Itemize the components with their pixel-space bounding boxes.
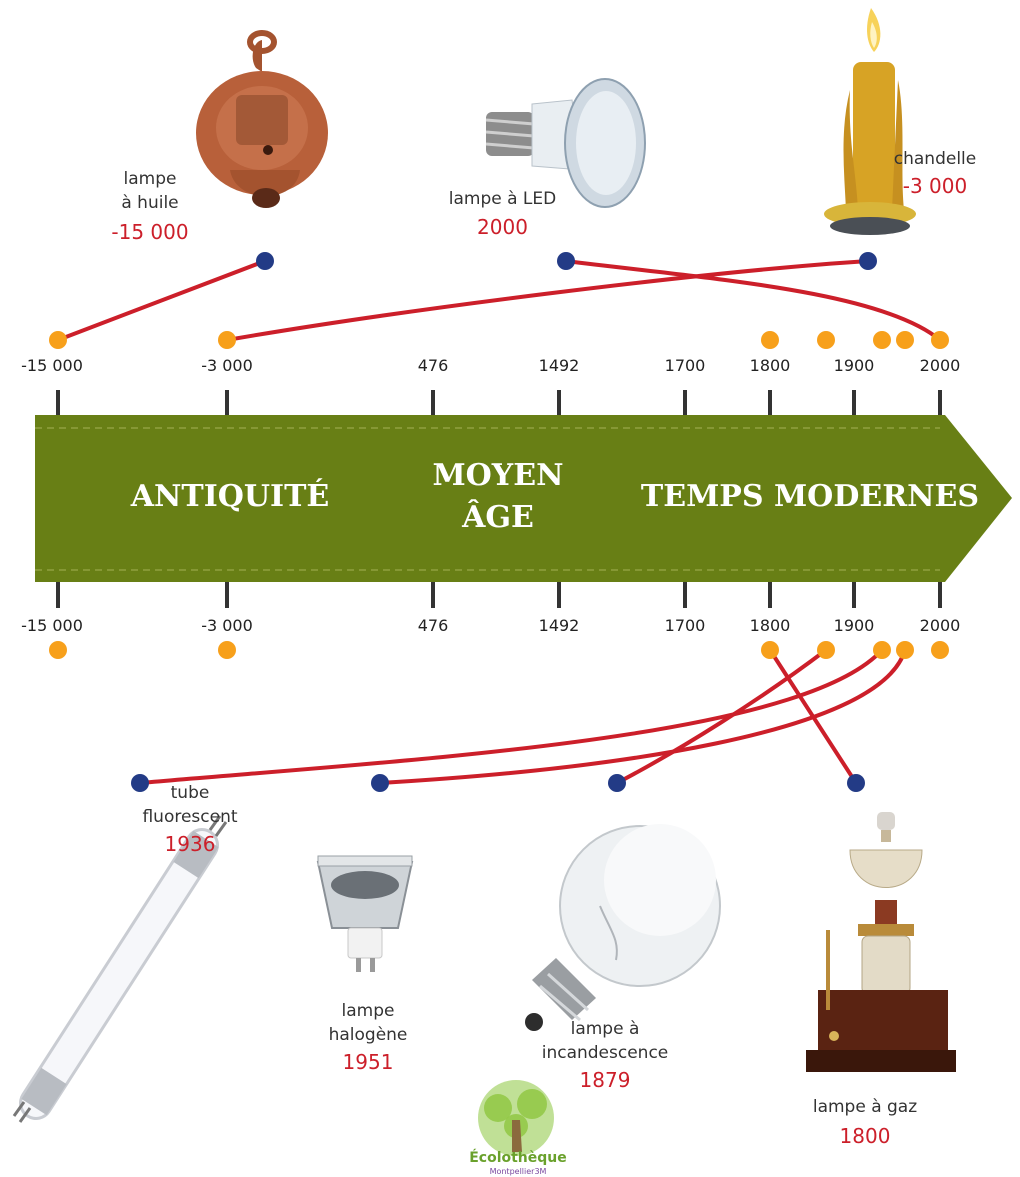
connector-oil-lamp bbox=[56, 259, 267, 342]
tick-label-top: 2000 bbox=[919, 356, 961, 375]
tick-label-top: 476 bbox=[417, 356, 449, 375]
halogen-lamp-image bbox=[316, 855, 414, 972]
tick-label-top: 1800 bbox=[749, 356, 791, 375]
tick-label-bottom: 1492 bbox=[538, 616, 580, 635]
connector-halogen bbox=[378, 648, 907, 785]
halogen-label-line1: lampe bbox=[341, 1001, 395, 1021]
tick-label-bottom: -3 000 bbox=[201, 616, 253, 635]
incandescent-year: 1879 bbox=[579, 1068, 631, 1092]
connector-fluorescent bbox=[138, 648, 884, 785]
incandescent-bulb-image bbox=[525, 824, 721, 1031]
led-lamp-year: 2000 bbox=[477, 215, 528, 239]
tick-label-bottom: -15 000 bbox=[21, 616, 83, 635]
ecolotheque-logo-subtext: Montpellier3M bbox=[489, 1167, 547, 1176]
gas-lamp-year: 1800 bbox=[839, 1124, 891, 1148]
gas-lamp-image bbox=[806, 812, 956, 1072]
connector-incandescent bbox=[615, 648, 828, 785]
oil-lamp-year: -15 000 bbox=[111, 220, 189, 244]
connector-lines bbox=[56, 259, 942, 785]
tick-label-bottom: 1700 bbox=[664, 616, 706, 635]
era-moyen-age-line1: MOYEN bbox=[432, 458, 564, 493]
tick-label-top: 1900 bbox=[833, 356, 875, 375]
tick-label-bottom: 1800 bbox=[749, 616, 791, 635]
tick-label-bottom: 2000 bbox=[919, 616, 961, 635]
candle-label: chandelle bbox=[893, 149, 977, 169]
tick-label-bottom: 1900 bbox=[833, 616, 875, 635]
candle-year: -3 000 bbox=[902, 174, 968, 198]
oil-lamp-label-line2: à huile bbox=[121, 193, 179, 213]
ecolotheque-logo-text: Écolothèque bbox=[469, 1150, 567, 1166]
led-lamp-image bbox=[485, 78, 646, 208]
halogen-year: 1951 bbox=[342, 1050, 394, 1074]
tick-label-bottom: 476 bbox=[417, 616, 449, 635]
oil-lamp-image bbox=[196, 30, 328, 208]
connector-candle bbox=[225, 259, 870, 342]
incandescent-label-line2: incandescence bbox=[541, 1043, 669, 1063]
candle-image bbox=[824, 8, 916, 235]
halogen-label-line2: halogène bbox=[328, 1025, 408, 1045]
fluorescent-label-line1: tube bbox=[170, 783, 210, 803]
era-antiquite: ANTIQUITÉ bbox=[130, 479, 330, 514]
fluorescent-tube-image bbox=[12, 815, 228, 1123]
orange-markers bbox=[49, 331, 949, 659]
tick-label-top: -3 000 bbox=[201, 356, 253, 375]
tick-label-top: -15 000 bbox=[21, 356, 83, 375]
tick-marks bbox=[56, 390, 942, 608]
oil-lamp-label-line1: lampe bbox=[123, 169, 177, 189]
incandescent-label-line1: lampe à bbox=[570, 1019, 640, 1039]
led-lamp-label: lampe à LED bbox=[448, 189, 557, 209]
era-temps-modernes: TEMPS MODERNES bbox=[640, 479, 980, 514]
era-moyen-age-line2: ÂGE bbox=[462, 500, 534, 535]
fluorescent-label-line2: fluorescent bbox=[142, 807, 238, 827]
fluorescent-year: 1936 bbox=[164, 832, 216, 856]
blue-pins bbox=[131, 252, 877, 792]
connector-led bbox=[564, 259, 942, 342]
tick-label-top: 1700 bbox=[664, 356, 706, 375]
gas-lamp-label: lampe à gaz bbox=[812, 1097, 918, 1117]
timeline-arrow bbox=[35, 415, 1012, 582]
tick-label-top: 1492 bbox=[538, 356, 580, 375]
ecolotheque-logo-tree bbox=[478, 1080, 554, 1156]
